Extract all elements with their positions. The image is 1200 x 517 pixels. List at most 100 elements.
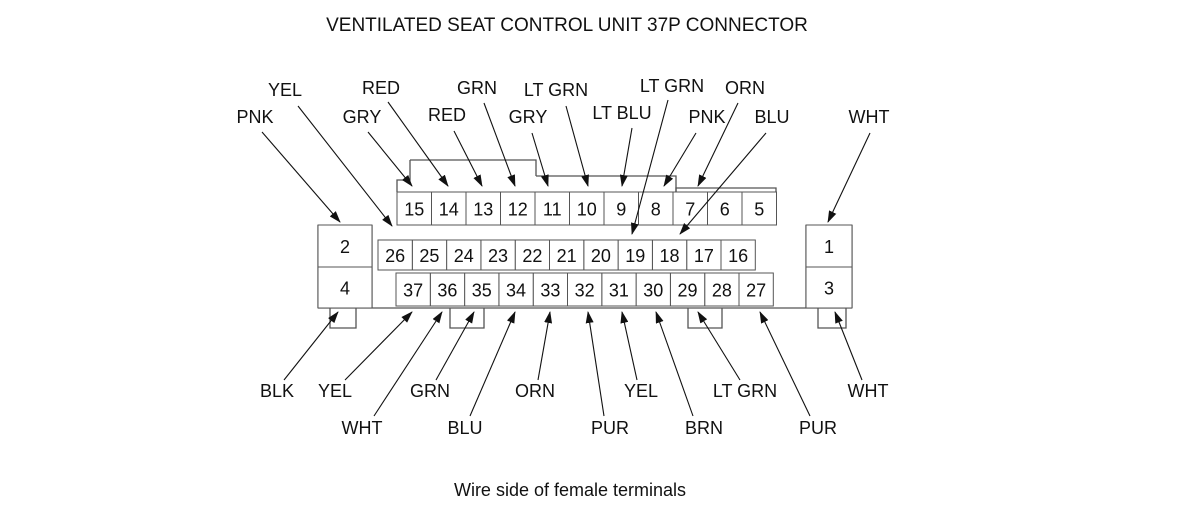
pin-number-3: 3: [824, 279, 834, 299]
wire-leaders: [261, 99, 871, 417]
leader-pin-7: [697, 102, 739, 187]
pin-number-24: 24: [454, 246, 474, 266]
pin-number-16: 16: [728, 246, 748, 266]
pin-cell-22: [514, 239, 551, 271]
pin-number-25: 25: [419, 246, 439, 266]
pin-cell-33: [532, 272, 569, 307]
pin-number-13: 13: [473, 200, 493, 220]
pin-cell-16: [720, 239, 756, 271]
pin-cell-32: [567, 272, 603, 307]
pin-cells: 1234567891011121314151617181920212223242…: [317, 191, 853, 309]
pin-number-33: 33: [540, 281, 560, 301]
pin-cell-17: [686, 239, 722, 271]
pin-number-2: 2: [340, 237, 350, 257]
pin-number-19: 19: [625, 246, 645, 266]
pin-cell-35: [464, 272, 500, 307]
leader-pin-26: [297, 105, 393, 227]
pin-number-21: 21: [557, 246, 577, 266]
pin-cell-15: [396, 191, 432, 226]
wire-label-pin-15: GRY: [343, 107, 382, 127]
pin-cell-28: [704, 272, 740, 307]
leader-pin-32: [585, 311, 605, 417]
pin-number-6: 6: [720, 200, 730, 220]
pin-number-34: 34: [506, 281, 526, 301]
pin-number-35: 35: [472, 281, 492, 301]
wire-label-pin-4: BLK: [260, 381, 294, 401]
wire-label-pin-3: WHT: [848, 381, 889, 401]
pin-cell-11: [534, 191, 570, 226]
pin-cell-20: [583, 239, 619, 271]
wire-label-pin-18: BLU: [754, 107, 789, 127]
pin-number-7: 7: [685, 200, 695, 220]
pin-cell-1: [805, 224, 853, 268]
wire-label-pin-26: YEL: [268, 80, 302, 100]
leader-pin-4: [283, 311, 339, 381]
wire-label-pin-7: ORN: [725, 78, 765, 98]
wire-label-pin-32: PUR: [591, 418, 629, 438]
pin-cell-4: [317, 266, 373, 309]
pin-number-8: 8: [651, 200, 661, 220]
pin-number-30: 30: [643, 281, 663, 301]
leader-pin-14: [387, 101, 449, 187]
wire-label-pin-29: LT GRN: [713, 381, 777, 401]
leader-pin-1: [827, 132, 871, 223]
diagram-title: VENTILATED SEAT CONTROL UNIT 37P CONNECT…: [326, 15, 808, 36]
pin-number-22: 22: [522, 246, 542, 266]
wire-label-pin-9: LT BLU: [592, 103, 651, 123]
pin-cell-37: [395, 272, 431, 307]
pin-number-9: 9: [616, 200, 626, 220]
leader-pin-3: [834, 311, 863, 381]
wire-label-pin-10: LT GRN: [524, 80, 588, 100]
pin-number-23: 23: [488, 246, 508, 266]
pin-number-36: 36: [437, 281, 457, 301]
leader-pin-36: [373, 311, 443, 417]
pin-number-26: 26: [385, 246, 405, 266]
wire-label-pin-2: PNK: [236, 107, 273, 127]
pin-cell-34: [498, 272, 534, 307]
pin-number-17: 17: [694, 246, 714, 266]
leader-pin-30: [655, 311, 694, 417]
diagram-caption: Wire side of female terminals: [454, 480, 686, 500]
wire-label-pin-27: PUR: [799, 418, 837, 438]
pin-number-18: 18: [660, 246, 680, 266]
pin-number-4: 4: [340, 279, 350, 299]
leader-pin-18: [679, 132, 767, 235]
leader-pin-15: [367, 131, 413, 187]
pin-cell-19: [617, 239, 653, 271]
wire-label-pin-33: ORN: [515, 381, 555, 401]
pin-number-28: 28: [712, 281, 732, 301]
pin-cell-9: [603, 191, 639, 226]
pin-cell-27: [738, 272, 774, 307]
wire-label-pin-14: RED: [362, 78, 400, 98]
pin-number-20: 20: [591, 246, 611, 266]
pin-cell-36: [429, 272, 466, 307]
wire-label-pin-34: BLU: [447, 418, 482, 438]
wire-label-pin-36: WHT: [342, 418, 383, 438]
leader-pin-9: [619, 127, 633, 187]
pin-cell-31: [601, 272, 637, 307]
pin-number-14: 14: [439, 200, 459, 220]
wire-label-pin-30: BRN: [685, 418, 723, 438]
pin-cell-8: [638, 191, 674, 226]
wire-label-pin-11: GRY: [509, 107, 548, 127]
wire-label-pin-35: GRN: [410, 381, 450, 401]
pin-number-10: 10: [577, 200, 597, 220]
pin-cell-10: [569, 191, 605, 226]
pin-number-12: 12: [508, 200, 528, 220]
pin-number-29: 29: [678, 281, 698, 301]
pin-number-11: 11: [543, 200, 562, 220]
pin-cell-12: [500, 191, 536, 226]
wire-label-pin-37: YEL: [318, 381, 352, 401]
leader-pin-37: [344, 311, 413, 381]
wire-label-pin-31: YEL: [624, 381, 658, 401]
pin-number-5: 5: [754, 200, 764, 220]
leader-pin-27: [759, 311, 811, 417]
leader-pin-2: [261, 131, 341, 223]
wire-label-pin-13: RED: [428, 105, 466, 125]
pin-number-32: 32: [575, 281, 595, 301]
leader-pin-8: [663, 132, 697, 187]
pin-number-27: 27: [746, 281, 766, 301]
pin-cell-3: [805, 266, 853, 309]
